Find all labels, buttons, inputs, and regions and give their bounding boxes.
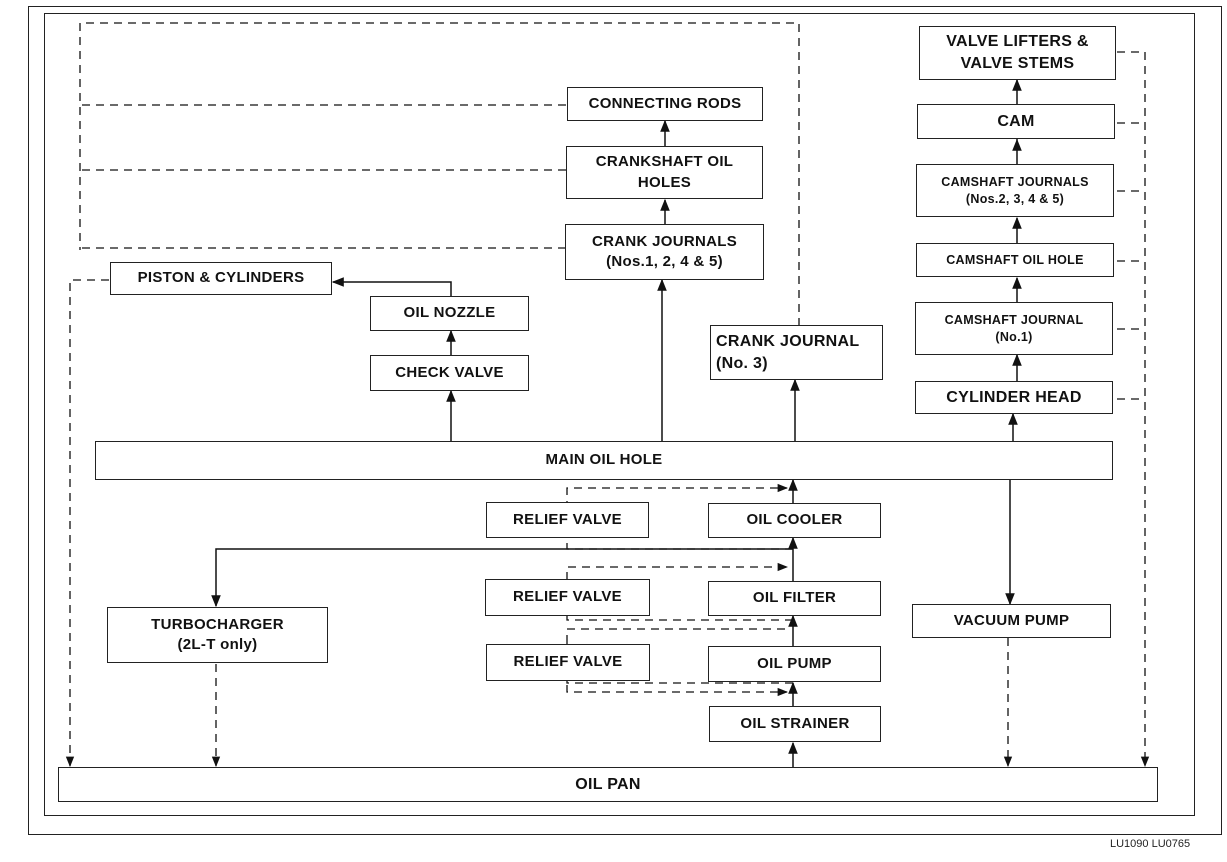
valve-lifters-box: VALVE LIFTERS & VALVE STEMS: [919, 26, 1116, 80]
oil-pump-box: OIL PUMP: [708, 646, 881, 682]
main-oil-hole-box: MAIN OIL HOLE: [95, 441, 1113, 480]
outer-frame: [28, 6, 1222, 835]
camshaft-journal-1-box: CAMSHAFT JOURNAL (No.1): [915, 302, 1113, 355]
check-valve-box: CHECK VALVE: [370, 355, 529, 391]
vacuum-pump-box: VACUUM PUMP: [912, 604, 1111, 638]
piston-cylinders-box: PISTON & CYLINDERS: [110, 262, 332, 295]
cam-box: CAM: [917, 104, 1115, 139]
relief-valve-pump-box: RELIEF VALVE: [486, 644, 650, 681]
oil-strainer-box: OIL STRAINER: [709, 706, 881, 742]
camshaft-oil-hole-box: CAMSHAFT OIL HOLE: [916, 243, 1114, 277]
cylinder-head-box: CYLINDER HEAD: [915, 381, 1113, 414]
relief-valve-cooler-box: RELIEF VALVE: [486, 502, 649, 538]
crank-journals-box: CRANK JOURNALS (Nos.1, 2, 4 & 5): [565, 224, 764, 280]
crankshaft-oil-holes-box: CRANKSHAFT OIL HOLES: [566, 146, 763, 199]
oil-cooler-box: OIL COOLER: [708, 503, 881, 538]
crank-journal-3-box: CRANK JOURNAL (No. 3): [710, 325, 883, 380]
camshaft-journals-box: CAMSHAFT JOURNALS (Nos.2, 3, 4 & 5): [916, 164, 1114, 217]
oil-pan-box: OIL PAN: [58, 767, 1158, 802]
connecting-rods-box: CONNECTING RODS: [567, 87, 763, 121]
inner-frame: [44, 13, 1195, 816]
figure-code: LU1090 LU0765: [1110, 838, 1191, 850]
oil-nozzle-box: OIL NOZZLE: [370, 296, 529, 331]
turbocharger-box: TURBOCHARGER (2L-T only): [107, 607, 328, 663]
relief-valve-filter-box: RELIEF VALVE: [485, 579, 650, 616]
oil-filter-box: OIL FILTER: [708, 581, 881, 616]
